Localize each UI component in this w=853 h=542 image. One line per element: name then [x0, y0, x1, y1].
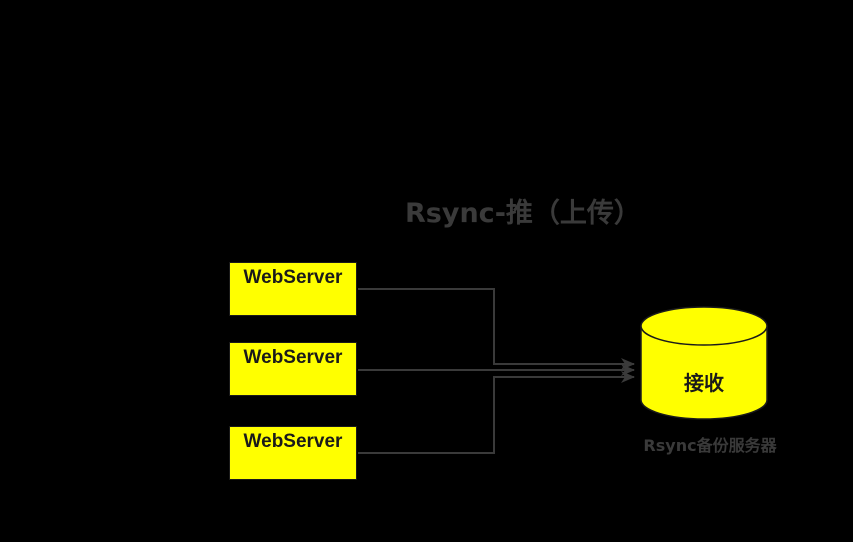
webserver-node-1: WebServer	[229, 262, 357, 316]
database-cylinder	[640, 306, 768, 420]
database-label: 接收	[684, 371, 724, 395]
webserver-node-2: WebServer	[229, 342, 357, 396]
webserver-node-3: WebServer	[229, 426, 357, 480]
database-caption: Rsync备份服务器	[643, 436, 777, 455]
connector-1	[358, 288, 635, 370]
connector-3	[358, 371, 635, 454]
diagram-title: Rsync-推（上传）	[405, 198, 641, 229]
